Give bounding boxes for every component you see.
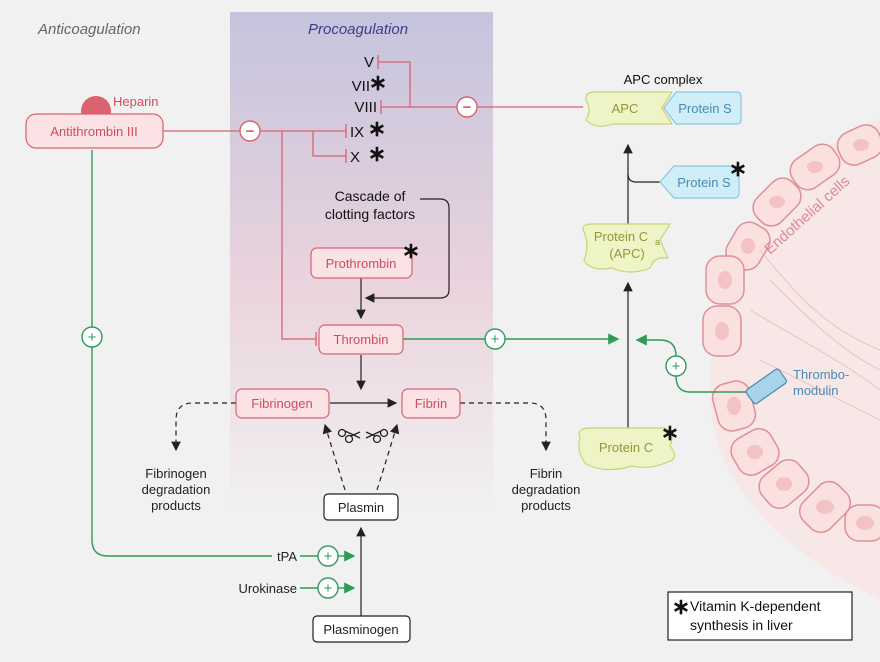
fdp-line-1: Fibrinogen (145, 466, 206, 481)
svg-text:+: + (324, 548, 333, 565)
fdp-line-2: degradation (142, 482, 211, 497)
apc-label: APC (612, 101, 639, 116)
protein-ca-line-2: (APC) (609, 246, 644, 261)
urokinase-label: Urokinase (238, 581, 297, 596)
fibrinogen-box (235, 388, 330, 419)
procoagulation-title: Procoagulation (308, 21, 408, 38)
activate-sign-tpa: + (317, 545, 339, 567)
factor-ix: IX (350, 124, 364, 141)
inhibit-sign-apc: − (456, 96, 478, 118)
svg-text:+: + (491, 331, 500, 348)
protein-s-label: Protein S (677, 175, 731, 190)
svg-text:−: − (246, 123, 255, 140)
activate-sign-antithrombin-plasmin: + (81, 326, 103, 348)
activate-sign-thrombomodulin: + (665, 355, 687, 377)
protein-s-complex-shape (663, 91, 742, 125)
inhibit-sign-antithrombin: − (239, 120, 261, 142)
dashed-arrows (171, 402, 551, 491)
endothelial-cells (702, 118, 880, 600)
thrombomodulin-line-2: modulin (793, 383, 839, 398)
factor-viii: VIII (354, 99, 377, 116)
fibrin-dp-line-2: degradation (512, 482, 581, 497)
protein-ca-line-1: Protein C (594, 229, 648, 244)
cascade-line-2: clotting factors (325, 206, 415, 222)
protein-c-label: Protein C (599, 440, 653, 455)
apc-shape (585, 91, 674, 127)
cascade-line-1: Cascade of (335, 188, 406, 204)
vitamin-k-star-protein-s: ∗ (729, 156, 747, 181)
antithrombin-box (25, 113, 164, 149)
legend-box (667, 591, 853, 641)
protein-ca-shape (582, 223, 672, 273)
svg-text:+: + (324, 580, 333, 597)
fibrin-dp-line-3: products (521, 498, 571, 513)
vitamin-k-star-ix: ∗ (368, 116, 386, 141)
protein-c-shape (578, 427, 676, 471)
thrombin-box (318, 324, 404, 355)
plasminogen-label: Plasminogen (323, 622, 398, 637)
factor-vii: VII (352, 78, 370, 95)
anticoagulation-title: Anticoagulation (37, 21, 141, 38)
vitamin-k-star-prothrombin: ∗ (402, 238, 420, 263)
legend-line-1: Vitamin K-dependent (690, 598, 821, 614)
prothrombin-box (310, 247, 413, 279)
activate-sign-urokinase: + (317, 577, 339, 599)
heparin-label: Heparin (113, 94, 159, 109)
apc-complex-label: APC complex (624, 72, 703, 87)
thrombomodulin-receptor (745, 368, 787, 405)
tpa-label: tPA (277, 549, 297, 564)
protein-s-complex-label: Protein S (678, 101, 732, 116)
svg-text:+: + (88, 329, 97, 346)
svg-text:+: + (672, 358, 681, 375)
antithrombin-label: Antithrombin III (50, 124, 137, 139)
plasmin-label: Plasmin (338, 500, 384, 515)
prothrombin-label: Prothrombin (326, 256, 397, 271)
scissors-icon (337, 428, 389, 444)
protein-ca-subscript: a (655, 237, 660, 247)
svg-text:−: − (463, 99, 472, 116)
fibrin-dp-line-1: Fibrin (530, 466, 563, 481)
fibrin-box (401, 388, 461, 419)
plasmin-box (323, 493, 399, 521)
factor-v: V (364, 54, 374, 71)
activate-sign-thrombin: + (484, 328, 506, 350)
vitamin-k-star-x: ∗ (368, 141, 386, 166)
thrombomodulin-line-1: Thrombo- (793, 367, 849, 382)
legend-star: ∗ (672, 594, 690, 619)
factor-x: X (350, 149, 360, 166)
protein-s-shape (659, 165, 740, 199)
legend-line-2: synthesis in liver (690, 617, 793, 633)
inhibition-lines (163, 55, 583, 346)
fdp-line-3: products (151, 498, 201, 513)
fibrinogen-label: Fibrinogen (251, 396, 312, 411)
vitamin-k-star-protein-c: ∗ (661, 420, 679, 445)
vitamin-k-star-vii: ∗ (369, 70, 387, 95)
thrombin-label: Thrombin (334, 332, 389, 347)
flow-arrows (330, 143, 660, 617)
fibrin-label: Fibrin (415, 396, 448, 411)
plasminogen-box (312, 615, 411, 643)
